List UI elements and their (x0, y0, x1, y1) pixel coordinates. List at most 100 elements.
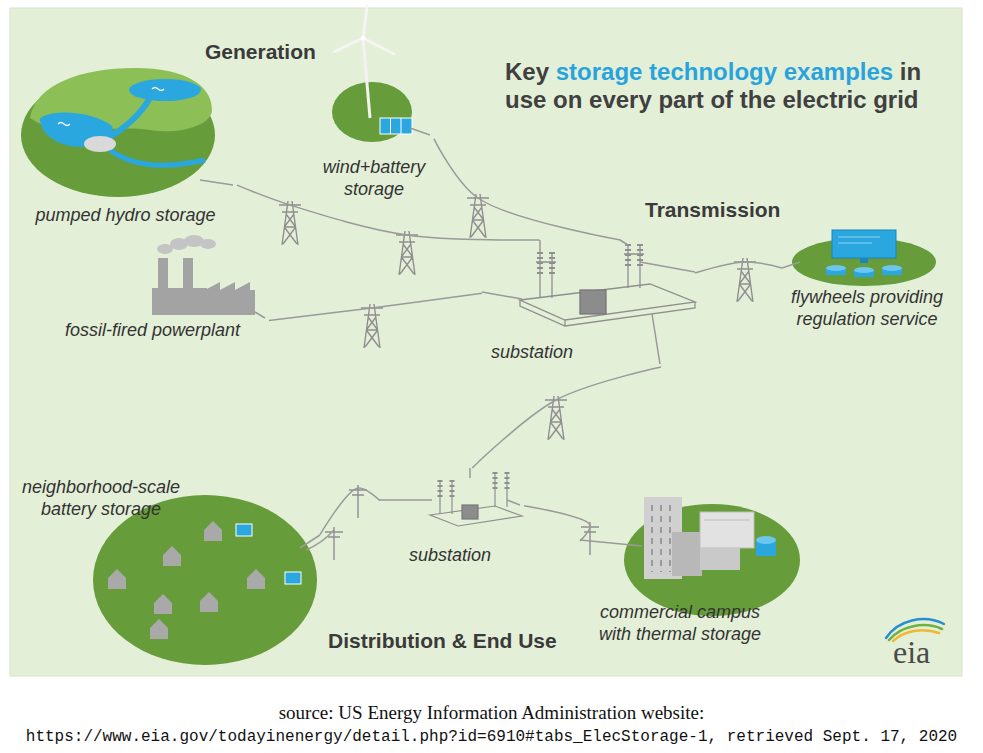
title-word: grid (873, 86, 918, 113)
title-word (549, 58, 556, 85)
battery (380, 118, 412, 134)
caption-part: 2020 (919, 728, 957, 746)
ground-ellipse (93, 495, 317, 665)
label-slot: eia (893, 634, 930, 670)
roof-line (704, 520, 750, 521)
title-word: examples (784, 58, 893, 85)
house (163, 546, 181, 566)
caption-slot: source: US Energy Information Administra… (0, 702, 983, 748)
wire-stub (200, 128, 800, 550)
substation-platform (520, 284, 695, 320)
caption-part: 17, (880, 728, 909, 746)
title-word (867, 86, 874, 113)
caption-part (636, 702, 641, 723)
power-line (434, 139, 620, 240)
flywheel-top (826, 265, 846, 271)
caption-part (334, 702, 339, 723)
title-word (652, 86, 659, 113)
transformer (580, 290, 606, 314)
caption-part (517, 702, 521, 723)
facility-label: fossil-fired powerplant (40, 319, 265, 341)
caption-part: Administration (521, 702, 636, 723)
power-line (320, 488, 380, 535)
front-building (672, 532, 702, 576)
facility-node: flywheels providing regulation service (782, 222, 956, 334)
facility-label: substation (482, 341, 582, 363)
distribution-pole (325, 527, 343, 560)
pumped-hydro-picture (21, 68, 215, 197)
houses (108, 521, 265, 639)
battery (236, 524, 252, 536)
flywheel-top (854, 267, 874, 273)
title-word: in (900, 58, 921, 85)
water-wave (58, 123, 70, 126)
logo-text: eia (893, 634, 930, 670)
facility-label: flywheels providing regulation service (782, 286, 952, 330)
facility-label: pumped hydro storage (18, 204, 233, 226)
title-word: part (658, 86, 703, 113)
house (108, 569, 126, 589)
caption-part: Information (427, 702, 518, 723)
title-word: electric (782, 86, 866, 113)
house (150, 619, 168, 639)
water-wave (152, 88, 164, 91)
caption-part: Energy (367, 702, 422, 723)
facility-label: wind+battery storage (318, 156, 430, 200)
smoke (200, 239, 216, 249)
house (200, 592, 218, 612)
label-slot: Transmission (645, 197, 780, 223)
transmission-tower (396, 231, 418, 275)
logo-swoosh (886, 619, 944, 641)
facility-node: substation (482, 240, 695, 367)
power-line (524, 506, 590, 541)
facility-node: pumped hydro storage (18, 64, 237, 230)
title-word: the (740, 86, 776, 113)
caption-part: US (338, 702, 362, 723)
facility-node: neighborhood-scale battery storage (10, 472, 320, 668)
battery-cells (391, 118, 402, 134)
section-heading: Distribution & End Use (328, 628, 557, 654)
substation-platform (430, 506, 522, 526)
caption-part (717, 728, 727, 746)
caption-part: website: (641, 702, 704, 723)
insulators (440, 472, 507, 497)
title-word (777, 58, 784, 85)
insulators (540, 244, 640, 276)
title-word: every (589, 86, 652, 113)
transmission-tower (734, 258, 756, 302)
title-word (893, 58, 900, 85)
plant-hall (205, 282, 255, 315)
title-word: of (710, 86, 733, 113)
transmission-tower (545, 396, 567, 440)
swoosh-arc (889, 625, 942, 640)
title-word (546, 86, 553, 113)
connector-group (237, 139, 782, 541)
title-word: technology (649, 58, 777, 85)
wind-battery-picture (332, 6, 412, 142)
power-line (237, 185, 540, 240)
power-line (269, 293, 482, 320)
source-caption: source: US Energy Information Administra… (0, 702, 983, 748)
neighborhood-picture (93, 495, 317, 665)
campus-picture (624, 497, 800, 616)
caption-part (813, 728, 823, 746)
monitor (832, 230, 896, 258)
thermal-tank-top (756, 536, 776, 544)
caption-part: retrieved (727, 728, 813, 746)
title-word: storage (556, 58, 643, 85)
facility-label: neighborhood-scale battery storage (11, 476, 191, 520)
transmission-tower (467, 194, 489, 238)
title-word: Key (505, 58, 549, 85)
caption-part (363, 702, 368, 723)
caption-part (871, 728, 881, 746)
title-word: use (505, 86, 546, 113)
caption-part (422, 702, 427, 723)
section-heading: Generation (205, 39, 316, 65)
upper-reservoir (129, 79, 201, 101)
substation-picture (520, 244, 695, 326)
substation-rim (520, 300, 695, 326)
